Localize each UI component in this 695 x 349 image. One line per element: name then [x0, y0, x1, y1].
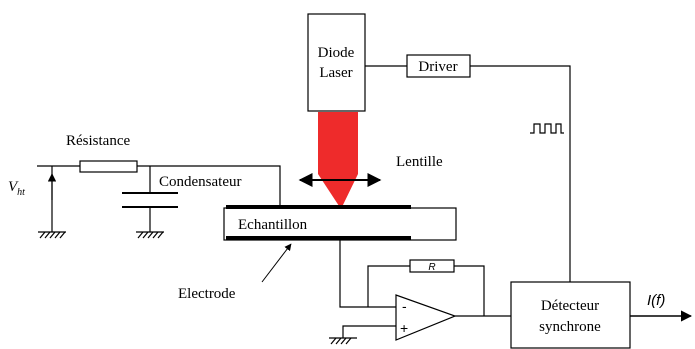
- ground-icon: [38, 231, 66, 239]
- feedback-wire-left: [367, 265, 410, 307]
- wire-opamp-ground: [342, 325, 396, 338]
- lentille-label: Lentille: [396, 154, 443, 170]
- pointer-arrow-icon: [261, 243, 292, 283]
- feedback-resistor-label: R: [428, 262, 435, 273]
- opamp-plus: +: [400, 320, 408, 336]
- wire-to-electrode: [137, 165, 281, 206]
- diode-laser-box: [307, 13, 366, 112]
- echantillon-label: Echantillon: [238, 217, 308, 233]
- wire-driver-detector: [470, 65, 571, 282]
- output-label: I(f): [647, 292, 665, 309]
- driver-label: Driver: [418, 59, 457, 75]
- top-electrode: [226, 205, 411, 209]
- bottom-electrode: [226, 236, 411, 240]
- ground-icon: [136, 231, 164, 239]
- detecteur-box: [510, 281, 631, 349]
- ground-icon: [329, 337, 357, 345]
- diode-label-line1: Diode: [318, 45, 355, 61]
- square-wave-icon: [530, 123, 564, 134]
- resistance-label: Résistance: [66, 133, 130, 149]
- resistance-symbol: [79, 160, 138, 173]
- electrode-label: Electrode: [178, 286, 236, 302]
- vht-label: Vht: [8, 179, 25, 198]
- laser-beam: [318, 112, 358, 209]
- detecteur-label-line2: synchrone: [539, 319, 601, 335]
- feedback-wire-right: [454, 265, 485, 316]
- detecteur-label-line1: Détecteur: [541, 298, 599, 314]
- wire-electrode-opamp: [339, 240, 396, 308]
- diode-label-line2: Laser: [319, 65, 352, 81]
- opamp-symbol: [395, 294, 457, 341]
- opamp-minus: -: [402, 298, 407, 314]
- condensateur-label: Condensateur: [159, 174, 241, 190]
